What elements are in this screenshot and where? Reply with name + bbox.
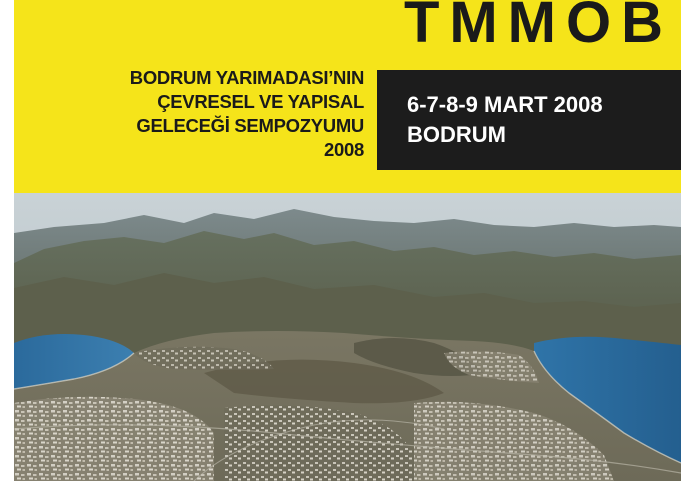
symposium-title-line: BODRUM YARIMADASI’NIN <box>129 67 365 88</box>
header-band: TMMOB BODRUM YARIMADASI’NIN ÇEVRESEL VE … <box>14 0 681 193</box>
symposium-title-line: ÇEVRESEL VE YAPISAL <box>157 91 364 112</box>
symposium-title-line: GELECEĞİ SEMPOZYUMU <box>136 115 364 136</box>
symposium-title: BODRUM YARIMADASI’NIN ÇEVRESEL VE YAPISA… <box>34 66 365 162</box>
symposium-year: 2008 <box>324 139 364 160</box>
symposium-poster: TMMOB BODRUM YARIMADASI’NIN ÇEVRESEL VE … <box>14 0 681 481</box>
org-logo-text: TMMOB <box>403 0 673 55</box>
aerial-landscape-image <box>14 193 681 481</box>
event-info-box: 6-7-8-9 MART 2008 BODRUM <box>377 70 681 170</box>
aerial-photo <box>14 193 681 481</box>
event-dates: 6-7-8-9 MART 2008 <box>407 92 603 117</box>
event-location: BODRUM <box>407 122 506 147</box>
